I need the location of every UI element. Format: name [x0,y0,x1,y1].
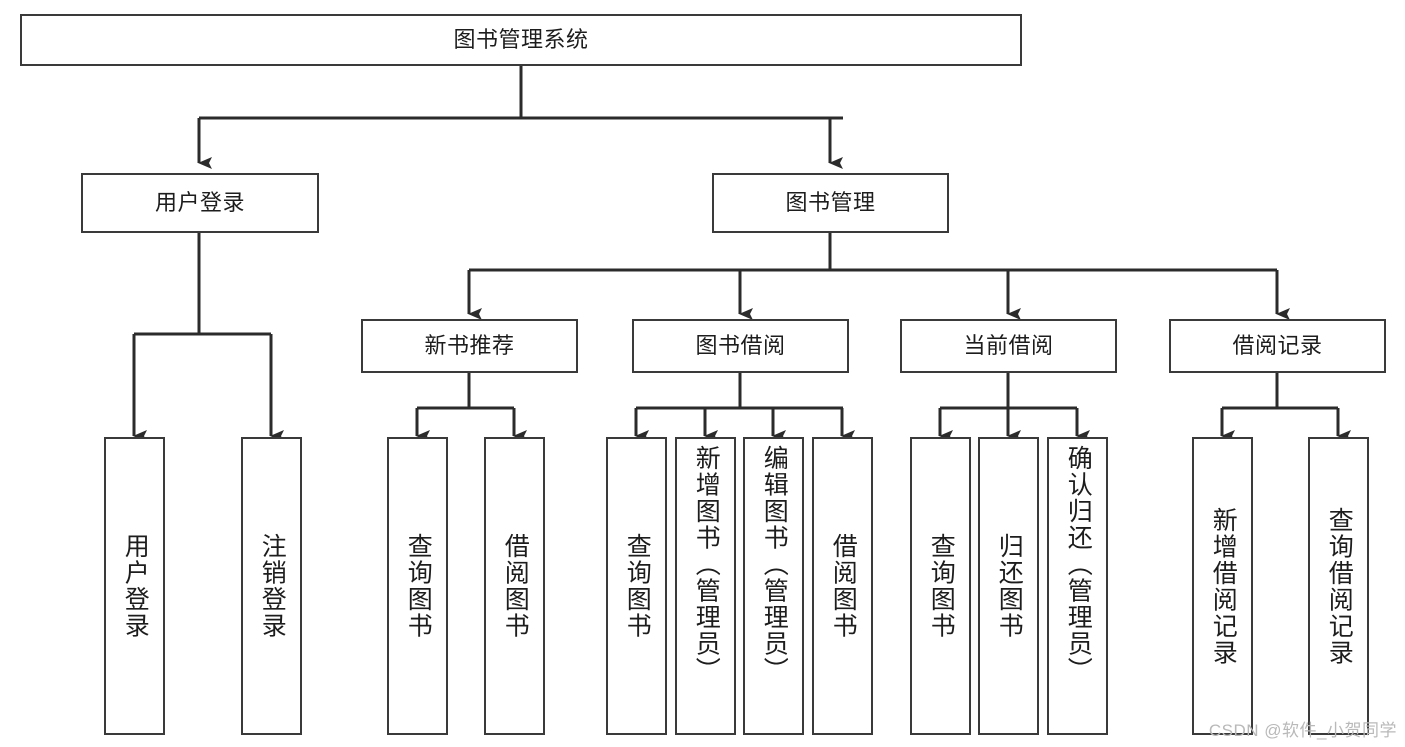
leaf-book-borrow-edit-book[interactable]: 编辑图书（管理员） [743,437,804,735]
leaf-current-borrow-return-book[interactable]: 归还图书 [978,437,1039,735]
node-label: 借阅图书 [829,533,858,639]
leaf-book-borrow-add-book[interactable]: 新增图书（管理员） [675,437,736,735]
node-user-login[interactable]: 用户登录 [81,173,319,233]
node-label: 查询图书 [404,533,433,639]
node-root-system[interactable]: 图书管理系统 [20,14,1022,66]
leaf-book-borrow-query-book[interactable]: 查询图书 [606,437,667,735]
leaf-current-borrow-query-book[interactable]: 查询图书 [910,437,971,735]
node-label: 当前借阅 [963,333,1054,359]
node-label: 新增借阅记录 [1209,506,1238,666]
leaf-user-login-logout[interactable]: 注销登录 [241,437,302,735]
node-label: 归还图书 [995,533,1024,639]
node-book-borrow[interactable]: 图书借阅 [632,319,849,373]
edge-current-borrow-bus [940,373,1077,410]
node-label: 图书借阅 [695,333,786,359]
node-current-borrow[interactable]: 当前借阅 [900,319,1117,373]
node-new-book-recommend[interactable]: 新书推荐 [361,319,578,373]
node-label: 借阅记录 [1232,333,1323,359]
leaf-new-book-borrow-book[interactable]: 借阅图书 [484,437,545,735]
edge-new-book-bus [417,373,514,410]
edge-book-borrow-bus [636,373,843,410]
node-label: 图书管理 [785,190,876,216]
node-label: 查询图书 [927,533,956,639]
node-label: 编辑图书（管理员） [760,445,789,684]
edge-root-bus [199,66,843,120]
node-label: 用户登录 [154,190,245,216]
leaf-book-borrow-borrow-book[interactable]: 借阅图书 [812,437,873,735]
leaf-user-login-login[interactable]: 用户登录 [104,437,165,735]
node-label: 用户登录 [121,533,150,639]
node-label: 新书推荐 [424,333,515,359]
node-borrow-record[interactable]: 借阅记录 [1169,319,1386,373]
edge-book-manage-bus [469,233,1277,272]
edge-borrow-record-bus [1222,373,1338,410]
watermark-text: CSDN @软件_小贺同学 [1208,721,1397,740]
leaf-borrow-record-add-record[interactable]: 新增借阅记录 [1192,437,1253,735]
node-label: 查询图书 [623,533,652,639]
node-label: 注销登录 [258,533,287,639]
node-label: 确认归还（管理员） [1064,445,1093,684]
node-label: 图书管理系统 [453,27,589,53]
leaf-current-borrow-confirm-return[interactable]: 确认归还（管理员） [1047,437,1108,735]
node-label: 新增图书（管理员） [692,445,721,684]
node-book-management[interactable]: 图书管理 [712,173,949,233]
edge-user-login-bus [134,233,271,336]
leaf-borrow-record-query-record[interactable]: 查询借阅记录 [1308,437,1369,735]
leaf-new-book-query-book[interactable]: 查询图书 [387,437,448,735]
node-label: 查询借阅记录 [1325,506,1354,666]
node-label: 借阅图书 [501,533,530,639]
